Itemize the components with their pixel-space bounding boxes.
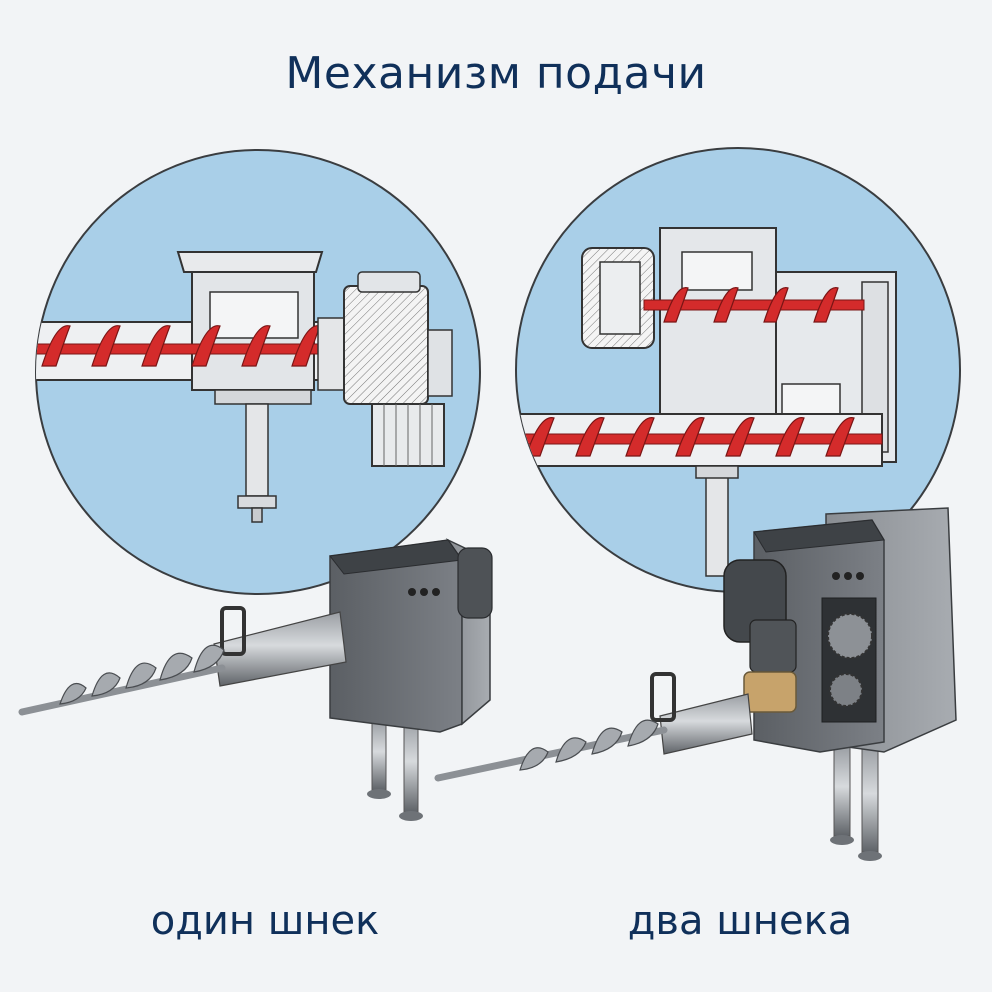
gear-motor — [317, 271, 453, 467]
machine-two-augers — [434, 507, 957, 861]
label-single-auger: один шнек — [150, 898, 380, 944]
support-leg-right — [695, 465, 739, 577]
lower-auger-red — [516, 417, 883, 457]
machine-single-auger — [18, 538, 493, 821]
detail-circle-two-augers — [515, 147, 961, 593]
support-leg — [237, 403, 277, 523]
drive-motor — [581, 247, 655, 349]
detail-circle-single-auger — [35, 149, 481, 595]
upper-auger-red — [643, 287, 865, 323]
hopper-housing — [176, 251, 324, 405]
label-two-augers: два шнека — [627, 898, 853, 944]
page-title: Механизм подачи — [285, 48, 707, 99]
